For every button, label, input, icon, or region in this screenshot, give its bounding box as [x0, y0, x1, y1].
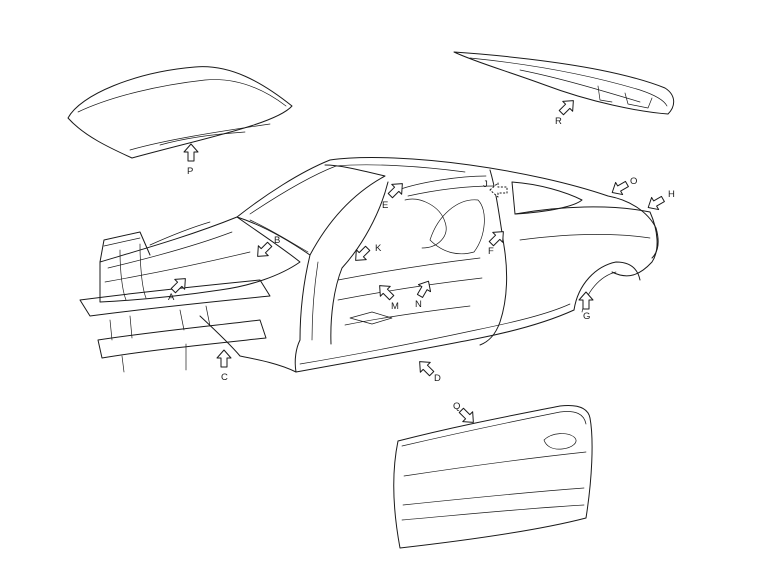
callout-label-b: B: [274, 235, 280, 246]
callout-arrow-e-icon: [387, 183, 403, 199]
callout-arrow-b-icon: [257, 241, 273, 257]
callout-arrow-r-icon: [558, 100, 574, 116]
callout-arrow-a-icon: [170, 278, 186, 294]
callout-arrow-d-icon: [419, 361, 435, 377]
callout-label-d: D: [434, 373, 441, 384]
callout-label-r: R: [555, 116, 562, 127]
callout-arrow-j-icon: [489, 182, 508, 198]
callout-arrow-c-icon: [216, 349, 232, 368]
callout-label-p: P: [187, 166, 193, 177]
callout-label-o: O: [630, 176, 637, 187]
callout-label-n: N: [415, 299, 422, 310]
callout-arrows: [170, 100, 665, 423]
callout-label-j: J: [483, 179, 488, 190]
callout-arrow-p-icon: [183, 143, 199, 162]
callout-labels: A B C D E F G H J K M N O P Q R: [168, 116, 675, 412]
callout-label-m: M: [391, 301, 399, 312]
trunk-lid-panel: [453, 51, 675, 115]
callout-label-h: H: [668, 189, 675, 200]
callout-label-q: Q: [453, 401, 460, 412]
body-shell: [79, 157, 659, 373]
callout-arrow-m-icon: [379, 285, 395, 301]
callout-label-c: C: [221, 372, 228, 383]
callout-arrow-n-icon: [416, 280, 432, 298]
hood-panel: [67, 66, 293, 159]
callout-arrow-o-icon: [611, 180, 629, 196]
callout-label-k: K: [375, 243, 382, 254]
callout-arrow-q-icon: [458, 407, 474, 423]
callout-label-g: G: [583, 311, 590, 322]
callout-label-e: E: [382, 200, 388, 211]
callout-label-f: F: [488, 246, 494, 257]
callout-arrow-k-icon: [355, 245, 371, 261]
callout-label-a: A: [168, 292, 175, 303]
callout-arrow-g-icon: [578, 291, 594, 310]
callout-arrow-h-icon: [647, 195, 665, 211]
door-panel: [393, 405, 593, 549]
callout-arrow-f-icon: [488, 231, 504, 247]
